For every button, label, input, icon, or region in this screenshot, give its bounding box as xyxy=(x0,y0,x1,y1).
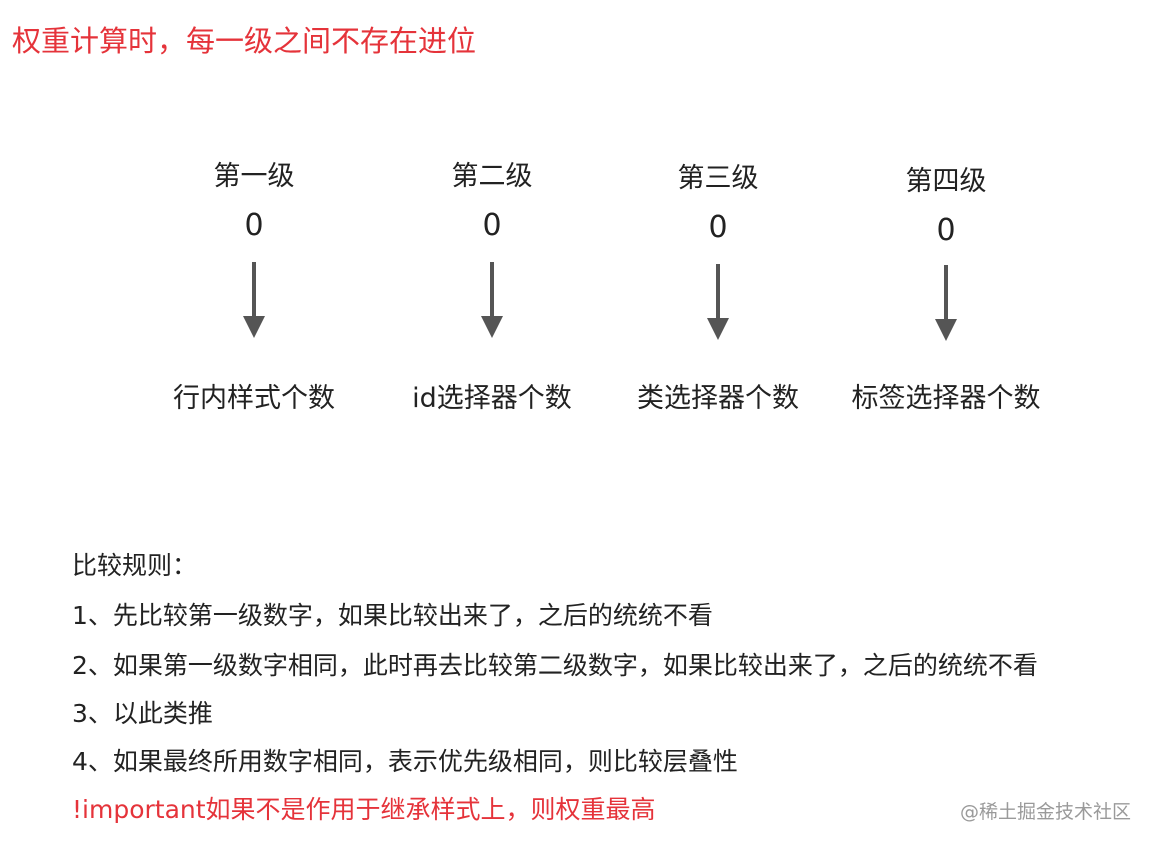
level-description: 标签选择器个数 xyxy=(851,383,1041,414)
rule-item-1: 1、先比较第一级数字，如果比较出来了，之后的统统不看 xyxy=(72,601,713,630)
down-arrow-icon xyxy=(935,265,957,341)
level-name: 第四级 xyxy=(905,166,987,197)
rule-item-2: 2、如果第一级数字相同，此时再去比较第二级数字，如果比较出来了，之后的统统不看 xyxy=(72,651,1038,680)
watermark: @稀土掘金技术社区 xyxy=(959,801,1131,823)
important-note: !important如果不是作用于继承样式上，则权重最高 xyxy=(72,795,656,824)
level-value: 0 xyxy=(708,210,728,245)
level-name: 第三级 xyxy=(677,163,759,194)
level-description: 行内样式个数 xyxy=(173,383,335,414)
level-value: 0 xyxy=(936,213,956,248)
rules-heading: 比较规则： xyxy=(72,551,198,580)
down-arrow-icon xyxy=(243,262,265,338)
down-arrow-icon xyxy=(481,262,503,338)
level-name: 第一级 xyxy=(213,161,295,192)
page-title: 权重计算时，每一级之间不存在进位 xyxy=(12,24,477,58)
level-description: id选择器个数 xyxy=(412,383,572,414)
level-value: 0 xyxy=(244,208,264,243)
level-value: 0 xyxy=(482,208,502,243)
level-name: 第二级 xyxy=(451,161,533,192)
down-arrow-icon xyxy=(707,264,729,340)
rule-item-3: 3、以此类推 xyxy=(72,699,213,728)
rule-item-4: 4、如果最终所用数字相同，表示优先级相同，则比较层叠性 xyxy=(72,747,738,776)
level-description: 类选择器个数 xyxy=(637,383,799,414)
